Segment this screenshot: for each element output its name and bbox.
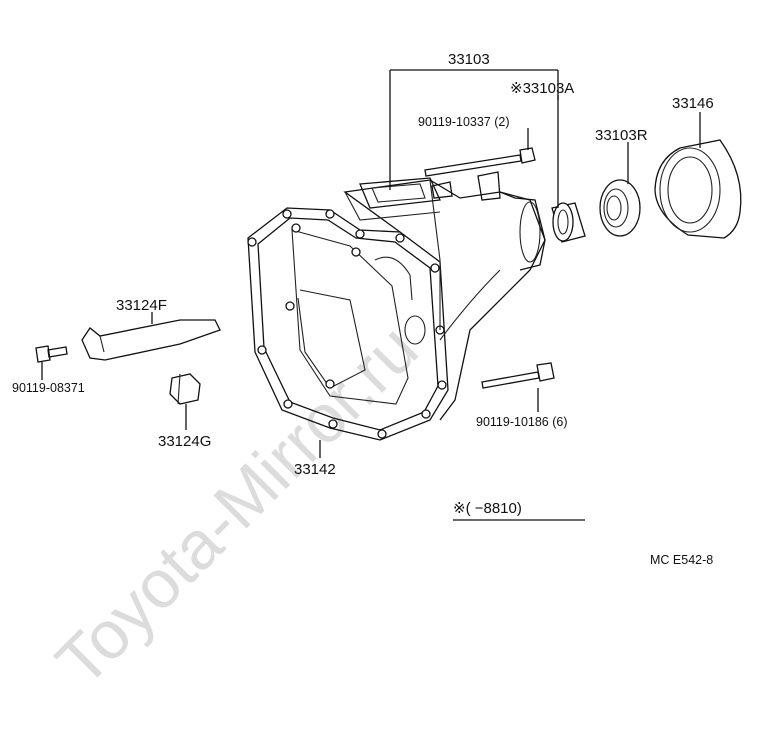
- label-33103: 33103: [448, 51, 490, 68]
- label-33142: 33142: [294, 461, 336, 478]
- label-33124G: 33124G: [158, 433, 211, 450]
- diagram-code: MC E542-8: [650, 553, 713, 567]
- label-33146: 33146: [672, 95, 714, 112]
- cover-33146: [654, 139, 742, 239]
- bolt-lower-90119-10186: [481, 362, 555, 389]
- bolt-left-90119-08371: [35, 345, 68, 363]
- label-bolt-left: 90119-08371: [12, 381, 85, 395]
- note-date-range: ※( −8810): [453, 500, 522, 517]
- leader-lines: [41, 69, 701, 521]
- label-bolt-lower: 90119-10186 (6): [476, 415, 568, 429]
- label-33103R: 33103R: [595, 127, 648, 144]
- oil-seal-33103R: [599, 179, 641, 237]
- bracket-33124G: [169, 373, 201, 405]
- bolt-upper-90119-10337: [424, 147, 536, 177]
- transmission-case-33142: [247, 171, 546, 441]
- label-bolt-upper: 90119-10337 (2): [418, 115, 510, 129]
- sleeve-33103A: [551, 202, 586, 243]
- watermark: Toyota-Mirror.ru: [42, 310, 432, 700]
- label-33103A: ※33103A: [510, 80, 574, 97]
- label-33124F: 33124F: [116, 297, 167, 314]
- lever-33124F: [81, 319, 221, 361]
